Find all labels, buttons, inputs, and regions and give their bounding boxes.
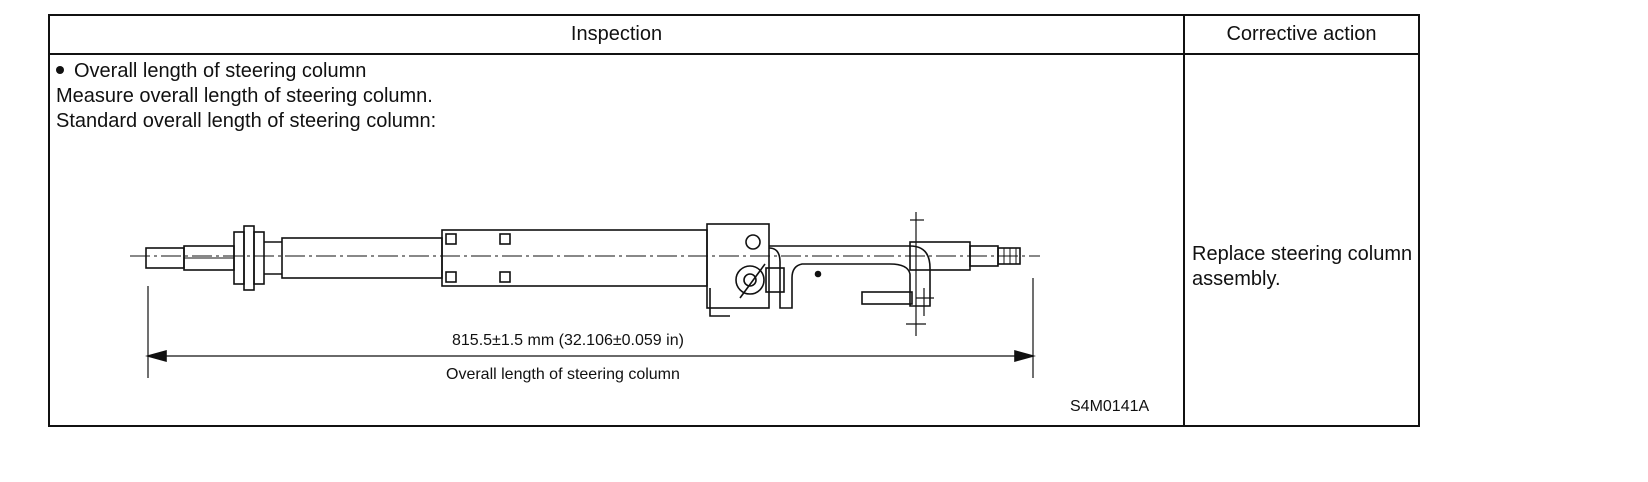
instruction-line: Measure overall length of steering colum… bbox=[56, 85, 433, 107]
header-inspection: Inspection bbox=[570, 23, 663, 45]
bullet-icon bbox=[56, 65, 64, 74]
inspection-text: Overall length of steering column Measur… bbox=[56, 59, 436, 134]
column-divider bbox=[1183, 16, 1185, 425]
header-corrective-action: Corrective action bbox=[1226, 23, 1377, 45]
dimension-label: Overall length of steering column bbox=[446, 366, 680, 383]
dimension-value: 815.5±1.5 mm (32.106±0.059 in) bbox=[452, 332, 684, 349]
figure-code: S4M0141A bbox=[1070, 398, 1150, 415]
steering-column-diagram bbox=[130, 212, 1040, 378]
header-divider bbox=[50, 53, 1418, 55]
bullet-line: Overall length of steering column bbox=[56, 59, 436, 84]
corrective-action-text: Replace steering column assembly. bbox=[1192, 243, 1413, 290]
bullet-item: Overall length of steering column bbox=[74, 60, 367, 82]
inspection-table: Inspection Corrective action Overall len… bbox=[48, 14, 1420, 427]
standard-line: Standard overall length of steering colu… bbox=[56, 110, 437, 132]
